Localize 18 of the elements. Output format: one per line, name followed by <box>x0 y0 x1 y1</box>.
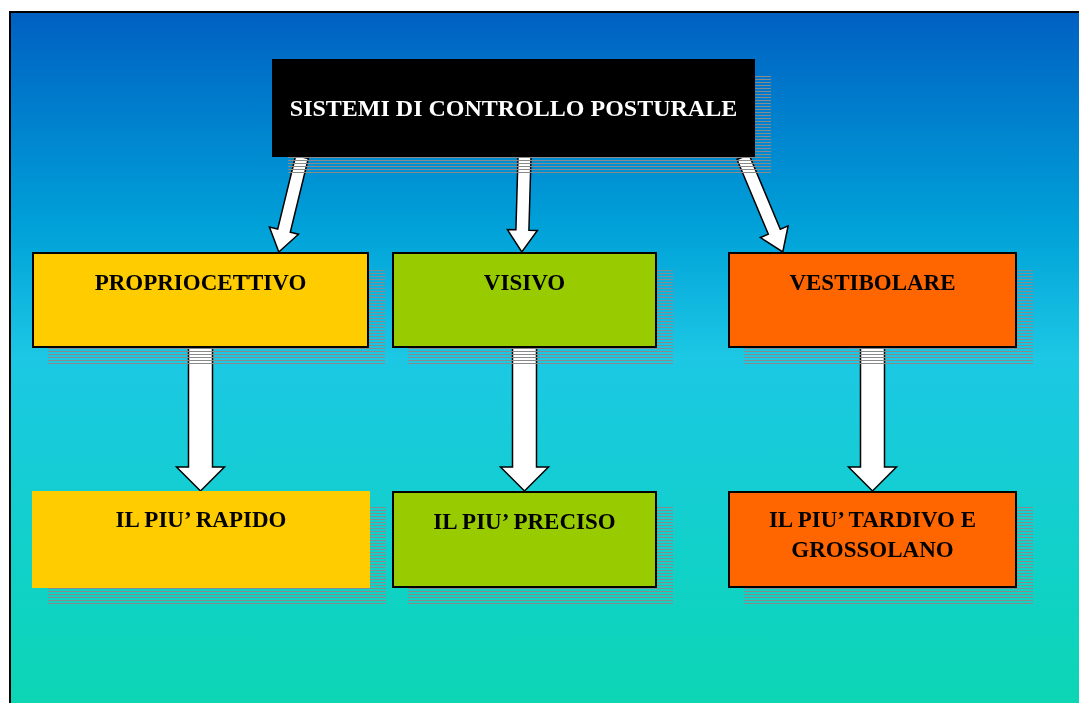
process-box <box>392 252 657 348</box>
process-box <box>728 491 1017 588</box>
box-label: IL PIU’ RAPIDO <box>115 506 287 534</box>
process-box <box>728 252 1017 348</box>
box-label: PROPRIOCETTIVO <box>94 269 307 297</box>
process-box <box>32 252 369 348</box>
box-label: VISIVO <box>483 269 566 297</box>
block-arrow <box>506 156 539 254</box>
box-label: IL PIU’ PRECISO <box>433 508 616 536</box>
process-box <box>392 491 657 588</box>
block-arrow <box>846 347 899 493</box>
block-arrow <box>498 347 551 493</box>
box-label: VESTIBOLARE <box>789 269 956 297</box>
process-box <box>32 491 370 588</box>
box-label: SISTEMI DI CONTROLLO POSTURALE <box>289 94 738 123</box>
box-label: IL PIU’ TARDIVO E GROSSOLANO <box>767 506 978 564</box>
block-arrow <box>174 347 227 493</box>
process-box <box>272 59 755 157</box>
